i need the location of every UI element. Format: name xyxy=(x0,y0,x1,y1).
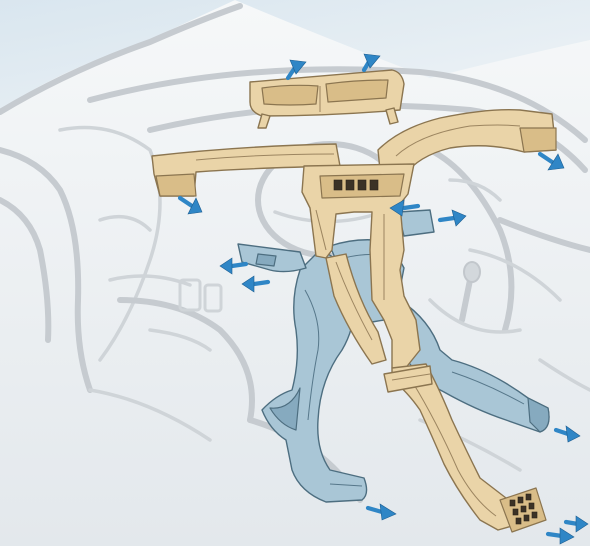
gear-knob xyxy=(464,262,480,282)
right-side-vent-duct xyxy=(398,210,434,236)
